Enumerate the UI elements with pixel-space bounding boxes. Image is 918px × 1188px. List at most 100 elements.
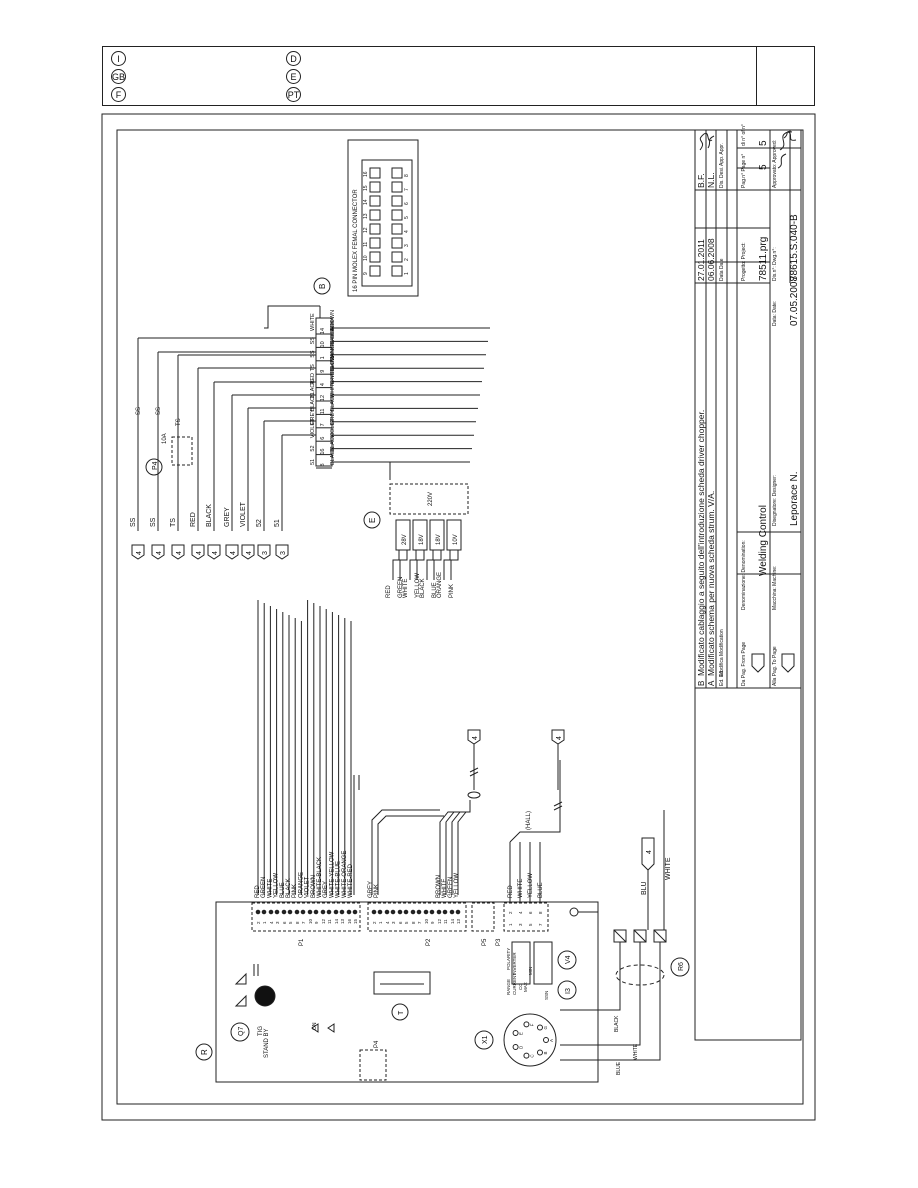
from-page-label: Da Pag. From Page: [741, 642, 747, 686]
wire-mark: [469, 767, 479, 773]
terminal-ref: 4: [230, 551, 237, 555]
terminal-tag: [551, 729, 565, 745]
board-label: R: [200, 1049, 209, 1055]
blue-lead-label: BLUE: [616, 1061, 622, 1075]
p1-pin-number: 16: [347, 918, 352, 924]
p2-pin-number: 13: [456, 918, 461, 924]
x1-pin: [523, 1021, 530, 1028]
p1-pin: [333, 909, 339, 915]
dis-label: Dis. Desi.: [719, 167, 725, 188]
denomination: Welding Control: [758, 505, 769, 576]
molex-pin-number: 13: [363, 213, 369, 219]
white-lead-label: WHITE: [633, 1043, 639, 1060]
strip-right-label: BLUE: [330, 357, 336, 372]
terminal-wire-label: BLACK: [206, 504, 213, 527]
terminal-tag: [225, 544, 239, 560]
connector-b-marker: [313, 277, 331, 295]
secondary-wire: [392, 550, 400, 580]
lang-item: D: [286, 51, 301, 66]
welding-symbol-icon: [234, 972, 247, 1007]
terminal-wire-label: 51: [274, 519, 281, 527]
secondary-wire: [443, 550, 451, 580]
header-divider: [756, 47, 757, 105]
p1-pin: [268, 909, 274, 915]
molex-pin-number: 10: [363, 255, 369, 261]
r6-mark: [613, 929, 627, 943]
p1-wire-label: YELLOW: [274, 873, 280, 898]
strip-right-label: BLACK: [330, 447, 336, 465]
machine-label: Macchina: Machine:: [772, 566, 778, 610]
p2-pin: [410, 909, 416, 915]
wire-p2: [457, 800, 471, 895]
terminal-ref: 3: [280, 551, 287, 555]
terminal-tag: [241, 544, 255, 560]
strip-pin-number: 14: [320, 328, 326, 334]
terminal-ref: 4: [176, 551, 183, 555]
x1-pin-label: A: [549, 1039, 554, 1042]
stand-by-label: STAND BY: [264, 1028, 270, 1058]
p1-wire-label: GREEN: [261, 877, 267, 898]
title-block-frame: [694, 129, 802, 1041]
p1-pin: [281, 909, 287, 915]
molex-pin-number: 16: [363, 171, 369, 177]
molex-pin-number: 11: [363, 242, 369, 247]
designer-label: Disegnatore: Designer:: [772, 475, 778, 526]
p1-pin-number: 5: [288, 921, 293, 924]
p2-pin: [377, 909, 383, 915]
connector-b-label: B: [318, 284, 327, 289]
ssn-label: SSN: [544, 991, 549, 1000]
p2-pin-number: 2: [372, 921, 377, 924]
date2-label: Data: Date:: [772, 301, 778, 326]
transformer-winding: [446, 519, 462, 551]
p1-pin-number: 4: [269, 921, 274, 924]
p2-pin: [390, 909, 396, 915]
x1-pin: [512, 1030, 519, 1037]
strip-pin-number: 8: [320, 463, 326, 466]
p1-pin: [307, 909, 313, 915]
terminal-ref: 4: [472, 736, 479, 740]
p2-pin: [449, 909, 455, 915]
white-label: WHITE: [665, 857, 672, 880]
strip-pin-number: 12: [320, 395, 326, 401]
secondary-wire-label: YELLOW: [415, 573, 421, 598]
p2-pin: [397, 909, 403, 915]
molex-pin-number: 1: [404, 272, 410, 275]
terminal-tag: [467, 729, 481, 745]
p3-wire-label: RED: [508, 885, 514, 898]
strip-left-label: VIOLET: [310, 418, 316, 438]
strip-left-label: WHITE: [310, 313, 316, 331]
control-board: [215, 901, 599, 1083]
p2-connector: [367, 902, 467, 932]
transformer-marker: [363, 511, 381, 529]
strip-left-label: BLACK: [310, 393, 316, 411]
p2-pin: [436, 909, 442, 915]
p2-pin-number: 10: [424, 918, 429, 924]
strip-left-label: BLACK: [310, 380, 316, 398]
terminal-wire-label: RED: [190, 512, 197, 527]
p2-pin-number: 8: [411, 921, 416, 924]
p3-wire-label: BLUE: [538, 882, 544, 898]
secondary-wire: [409, 550, 417, 580]
p1-wire-label: WHITE: [267, 879, 273, 898]
p1-pin: [313, 909, 319, 915]
to-page-tag: [781, 653, 795, 673]
lang-code: D: [286, 51, 301, 66]
strip-pin-number: 9: [320, 370, 326, 373]
molex-pin: [391, 223, 403, 235]
max-label: MAX: [523, 982, 528, 992]
terminal-tag: [257, 544, 271, 560]
i3-label: I3: [565, 988, 572, 994]
rev-description: Modificato cablaggio a seguito dell'intr…: [696, 410, 706, 676]
p3-pin-number: 6: [528, 911, 533, 914]
p1-pin-number: 9: [314, 921, 319, 924]
molex-pin-number: 2: [404, 258, 410, 261]
p1-wire-label: WHITE-BLUE: [336, 861, 342, 898]
p1-pin-number: 13: [340, 918, 345, 924]
black-label: BLACK: [614, 1015, 620, 1032]
molex-pin: [369, 181, 381, 193]
secondary-wire-label: ORANGE: [437, 572, 443, 598]
strip-pin-number: 16: [320, 449, 326, 455]
x1-pin: [536, 1024, 543, 1031]
p3-label: P3: [496, 938, 502, 946]
wire-mark: [469, 771, 479, 777]
